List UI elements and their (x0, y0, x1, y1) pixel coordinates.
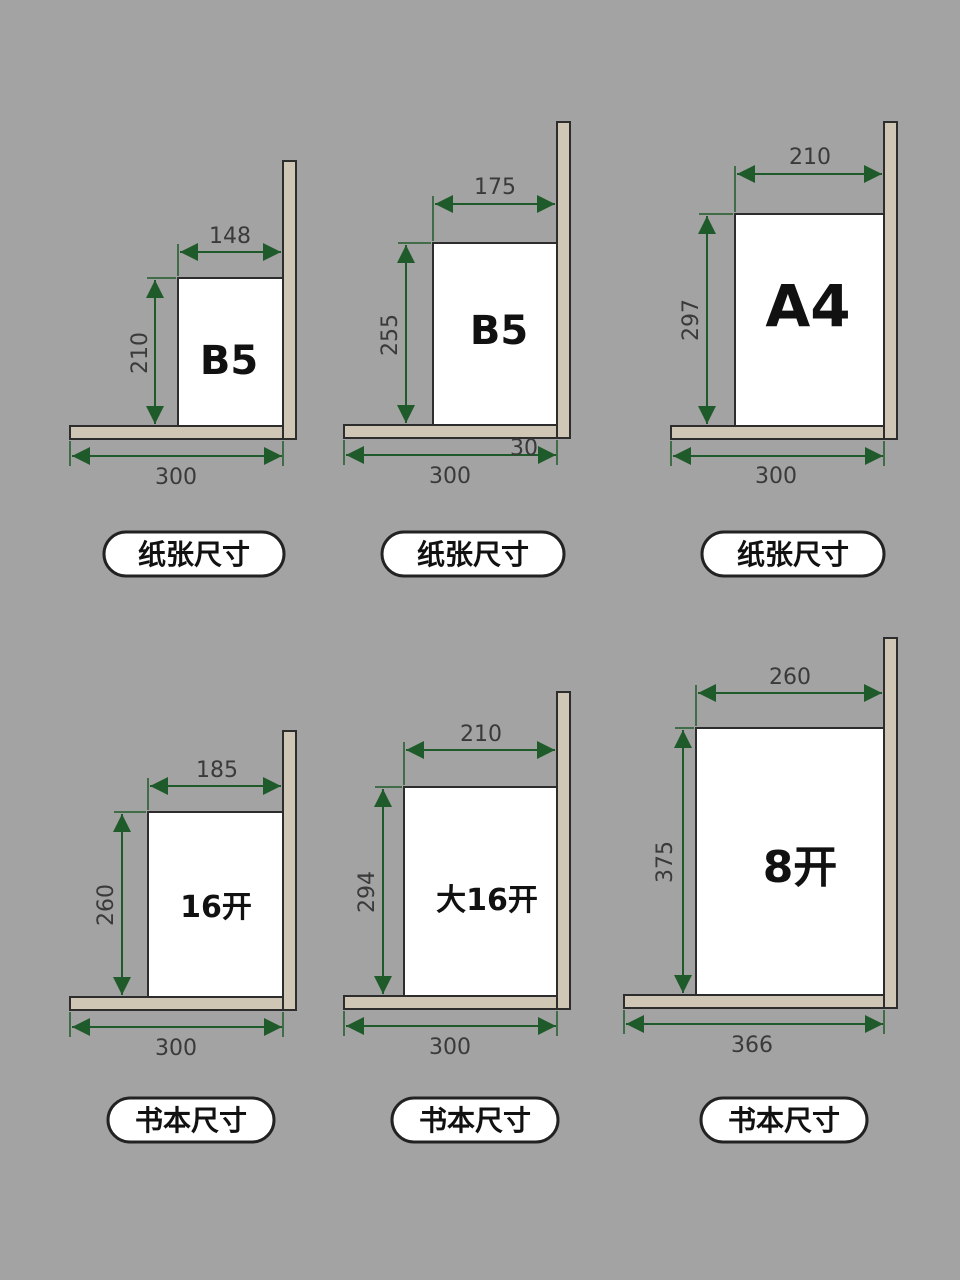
depth-value: 300 (429, 1035, 471, 1060)
height-value: 294 (355, 871, 380, 913)
paper-label: B5 (200, 338, 258, 384)
panel-a4: A4 210 297 300 纸张尺寸 (670, 121, 898, 578)
width-value: 175 (474, 175, 516, 200)
caption-pill (380, 530, 566, 578)
shelf-base (69, 996, 297, 1011)
depth-value: 366 (731, 1033, 773, 1058)
shelf-side (883, 121, 898, 440)
shelf-side (883, 637, 898, 1009)
depth-value: 300 (155, 1036, 197, 1061)
paper-sheet (734, 213, 885, 427)
height-value: 297 (679, 299, 704, 341)
paper-label: 8开 (763, 842, 838, 893)
caption-pill (390, 1096, 560, 1144)
caption-text: 书本尺寸 (135, 1104, 247, 1137)
shelf-side (556, 691, 571, 1010)
shelf-side (282, 160, 297, 440)
paper-label: 16开 (180, 890, 252, 925)
height-value: 255 (378, 314, 403, 356)
panel-16k: 16开 185 260 300 书本尺寸 (69, 730, 297, 1144)
width-value: 260 (769, 665, 811, 690)
depth-value: 300 (755, 464, 797, 489)
paper-sheet (403, 786, 558, 997)
height-value: 260 (94, 884, 119, 926)
paper-sheet (695, 727, 885, 996)
shelf-base (623, 994, 898, 1009)
paper-label: B5 (470, 308, 528, 354)
caption-pill (102, 530, 286, 578)
paper-sheet (177, 277, 284, 427)
panel-large-16k: 大16开 210 294 300 书本尺寸 (343, 691, 571, 1144)
caption-pill (106, 1096, 276, 1144)
shelf-base (670, 425, 898, 440)
panel-b5-small: B5 148 210 300 纸张尺寸 (69, 160, 297, 578)
caption-text: 纸张尺寸 (737, 538, 849, 571)
width-value: 148 (209, 224, 251, 249)
caption-text: 书本尺寸 (728, 1104, 840, 1137)
depth-value: 300 (429, 464, 471, 489)
shelf-base (69, 425, 297, 440)
depth-value: 300 (155, 465, 197, 490)
width-value: 185 (196, 758, 238, 783)
panel-b5-large: B5 175 255 300 30 纸张尺寸 (343, 121, 571, 578)
caption-text: 纸张尺寸 (138, 538, 250, 571)
panel-8k: 8开 260 375 366 书本尺寸 (623, 637, 898, 1144)
caption-text: 纸张尺寸 (417, 538, 529, 571)
shelf-side (282, 730, 297, 1011)
caption-text: 书本尺寸 (419, 1104, 531, 1137)
shelf-side (556, 121, 571, 439)
paper-sheet (432, 242, 558, 426)
extra-dimension-value: 30 (510, 436, 538, 461)
paper-label: A4 (765, 272, 850, 340)
height-value: 375 (653, 841, 678, 883)
height-value: 210 (128, 332, 153, 374)
paper-sheet (147, 811, 284, 998)
caption-pill (699, 1096, 869, 1144)
width-value: 210 (460, 722, 502, 747)
shelf-base (343, 995, 571, 1010)
caption-pill (700, 530, 886, 578)
width-value: 210 (789, 145, 831, 170)
paper-label: 大16开 (436, 883, 538, 918)
